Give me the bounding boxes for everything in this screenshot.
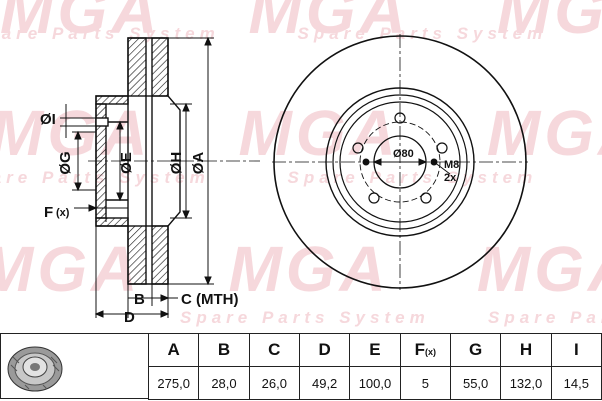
header-e: E — [349, 333, 401, 367]
technical-drawing: ØI ØG ØE ØH ØA F (x) B C (MTH) D — [40, 34, 528, 326]
rotor-ring-left-lower — [127, 225, 147, 285]
watermark-tagline: Spare Parts System Spare Parts System — [0, 168, 538, 187]
header-f-sup: (x) — [425, 347, 436, 357]
label-a: ØA — [190, 152, 207, 175]
label-d: D — [124, 309, 135, 326]
front-view — [272, 34, 528, 290]
value-g: 55,0 — [449, 366, 502, 400]
label-b: B — [134, 291, 145, 308]
disc-thumbnail — [7, 346, 63, 392]
header-f-letter: F — [414, 340, 425, 359]
label-thread: M8 — [444, 159, 459, 171]
stud-hole — [95, 117, 109, 127]
header-h: H — [500, 333, 552, 367]
header-d: D — [298, 333, 351, 367]
watermark-logo: MGA MGA MGA — [0, 0, 602, 47]
rotor-ring-right-lower — [151, 225, 169, 285]
spec-header-row: A B C D E F(x) G H I — [147, 333, 602, 367]
header-b: B — [198, 333, 250, 367]
value-b: 28,0 — [198, 366, 250, 400]
header-c: C — [248, 333, 300, 367]
rotor-ring-left-upper — [127, 37, 147, 97]
value-h: 132,0 — [500, 366, 552, 400]
value-a: 275,0 — [147, 366, 200, 400]
value-f: 5 — [399, 366, 451, 400]
hat-bottom-wall — [95, 217, 129, 227]
label-i: ØI — [40, 111, 56, 128]
label-thread-count: 2x — [444, 172, 457, 184]
bolt-hole — [352, 142, 364, 154]
label-f-sup: (x) — [56, 207, 70, 219]
label-f: F — [44, 204, 53, 221]
hat-top-wall — [95, 95, 129, 105]
watermark-logo: MGA MGA MGA — [0, 233, 602, 305]
label-h: ØH — [168, 152, 185, 175]
header-a: A — [147, 333, 200, 367]
label-e: ØE — [118, 152, 135, 174]
header-g: G — [449, 333, 502, 367]
spec-value-row: 275,0 28,0 26,0 49,2 100,0 5 55,0 132,0 … — [147, 366, 602, 400]
value-i: 14,5 — [550, 366, 602, 400]
label-g: ØG — [57, 151, 74, 174]
thumbnail-cell — [0, 333, 148, 399]
spec-table: A B C D E F(x) G H I 275,0 28,0 26,0 49,… — [147, 333, 602, 400]
cross-section-view — [88, 37, 260, 285]
bolt-hole — [368, 192, 380, 204]
rotor-ring-right-upper — [151, 37, 169, 97]
header-f: F(x) — [399, 333, 451, 367]
value-c: 26,0 — [248, 366, 300, 400]
label-bore: Ø80 — [393, 148, 414, 160]
value-d: 49,2 — [298, 366, 351, 400]
bolt-hole — [420, 192, 432, 204]
bolt-hole — [436, 142, 448, 154]
label-c: C (MTH) — [181, 291, 238, 308]
watermark-tagline: Spare Parts System Spare Parts System — [180, 308, 602, 327]
value-e: 100,0 — [349, 366, 401, 400]
dimension-lines — [60, 36, 214, 318]
header-i: I — [550, 333, 602, 367]
